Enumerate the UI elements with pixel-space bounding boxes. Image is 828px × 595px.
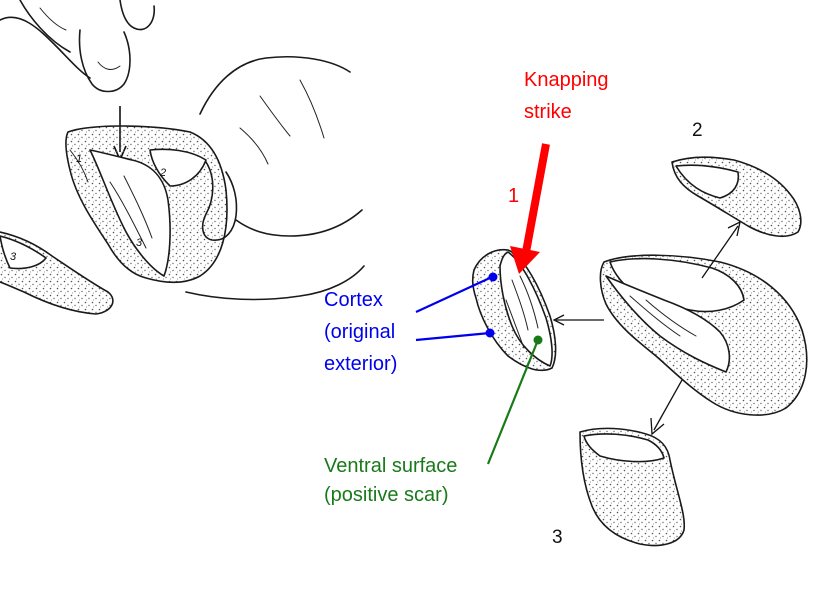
strike-number-label: 1 [508, 185, 519, 207]
removal-arrows [552, 220, 741, 436]
detached-flake-left [0, 231, 114, 315]
cortex-label-line-1: Cortex [324, 289, 383, 311]
left-flake-number-3: 3 [10, 251, 17, 263]
hammer-hand-drawing [0, 0, 156, 93]
cortex-leader-lines [415, 272, 498, 342]
core-scar-number-1: 1 [76, 153, 82, 165]
cortex-label-line-2: (original [324, 321, 395, 343]
arrow-core-to-flake-3 [653, 379, 683, 431]
core-scar-number-3: 3 [136, 237, 143, 249]
flake-2-number: 2 [692, 120, 703, 141]
flake-3-number: 3 [552, 527, 563, 548]
knapping-strike-arrow [510, 143, 550, 274]
flake-1-drawing [471, 248, 557, 372]
ventral-label-line-1: Ventral surface [324, 455, 457, 477]
flake-3-drawing [579, 427, 686, 547]
ventral-label-line-2: (positive scar) [324, 484, 448, 506]
strike-title-line-2: strike [524, 101, 572, 123]
ventral-leader-line [486, 335, 543, 465]
flake-2-drawing [671, 156, 802, 238]
flake-removal-diagram [415, 143, 808, 547]
arrow-core-to-flake-2 [701, 225, 739, 279]
core-scar-number-2: 2 [159, 167, 166, 179]
core-in-hand-drawing [65, 125, 228, 284]
holding-hand-drawing [185, 55, 365, 301]
hand-knapping-illustration: 1 2 3 3 [0, 0, 365, 315]
remaining-core-drawing [599, 254, 808, 416]
cortex-label-line-3: exterior) [324, 353, 397, 375]
strike-title-line-1: Knapping [524, 69, 609, 91]
